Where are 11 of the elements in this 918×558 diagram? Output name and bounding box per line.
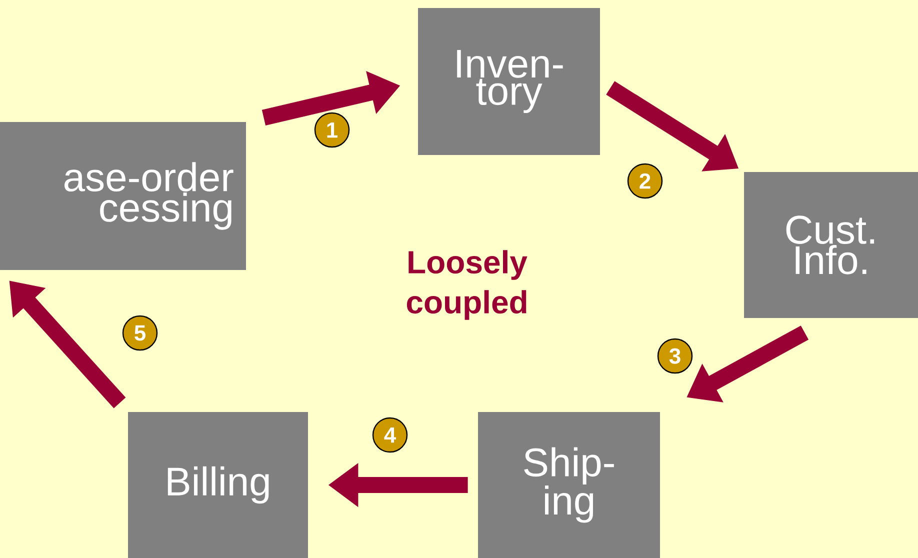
process-box: Cust. Info. bbox=[744, 172, 918, 318]
process-box: Inven- tory bbox=[418, 8, 600, 155]
callout-number: 1 bbox=[314, 112, 350, 148]
callout-number: 4 bbox=[372, 417, 408, 453]
process-box: Billing bbox=[128, 412, 308, 558]
callout-number: 3 bbox=[657, 338, 693, 374]
callout-number: 2 bbox=[627, 163, 663, 199]
center-caption: Loosely coupled bbox=[406, 250, 528, 320]
process-box: ase-order cessing bbox=[0, 122, 246, 270]
callout-number: 5 bbox=[122, 315, 158, 351]
process-box: Ship- ing bbox=[478, 412, 660, 558]
